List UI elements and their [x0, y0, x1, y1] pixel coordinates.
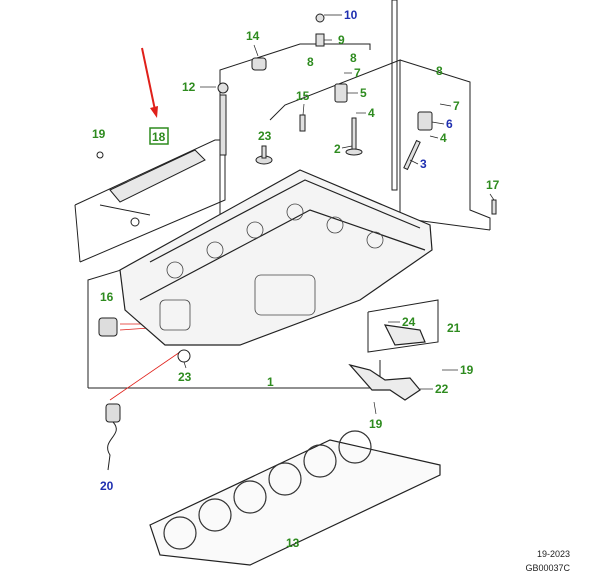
coolant-pipe: [348, 324, 426, 401]
callout-5: 5: [360, 86, 367, 100]
callout-8-top: 8: [436, 64, 443, 78]
footer-code: GB00037C: [525, 563, 570, 573]
head-gasket: [149, 430, 441, 566]
callout-23-left: 23: [178, 370, 192, 384]
callout-labels: 1 2 3 4 4 5 6 7 7 8 8 8 9 10 12 13 14 15…: [92, 8, 500, 550]
callout-9: 9: [338, 33, 345, 47]
callout-3: 3: [420, 157, 427, 171]
callout-19-right: 19: [460, 363, 474, 377]
callout-14: 14: [246, 29, 260, 43]
callout-6: 6: [446, 117, 453, 131]
callout-7-left: 7: [354, 66, 361, 80]
callout-15: 15: [296, 89, 310, 103]
callout-2: 2: [334, 142, 341, 156]
callout-8-right: 8: [350, 51, 357, 65]
valve-parts: [217, 0, 497, 215]
callout-18: 18: [152, 130, 166, 144]
callout-4-right: 4: [440, 131, 447, 145]
callout-24: 24: [402, 315, 416, 329]
footer-date: 19-2023: [536, 549, 570, 559]
fuel-rail: [96, 149, 206, 227]
callout-18-box: [149, 127, 169, 145]
callout-4-left: 4: [368, 106, 375, 120]
callout-12: 12: [182, 80, 196, 94]
cylinder-head: [119, 169, 433, 346]
callout-21: 21: [447, 321, 461, 335]
callout-10: 10: [344, 8, 358, 22]
callout-22: 22: [435, 382, 449, 396]
callout-19-bottom: 19: [369, 417, 383, 431]
callout-1: 1: [267, 375, 274, 389]
callout-13: 13: [286, 536, 300, 550]
callout-23-top: 23: [258, 129, 272, 143]
sensor-harness: [105, 403, 121, 471]
assembly-outline-lines: [74, 43, 491, 401]
pointer-arrow: [141, 47, 158, 118]
callout-16: 16: [100, 290, 114, 304]
callout-8-left: 8: [307, 55, 314, 69]
callout-7-right: 7: [453, 99, 460, 113]
callout-20: 20: [100, 479, 114, 493]
callout-17: 17: [486, 178, 500, 192]
small-parts: [98, 145, 273, 363]
callout-19-left: 19: [92, 127, 106, 141]
leader-lines: [183, 14, 495, 415]
